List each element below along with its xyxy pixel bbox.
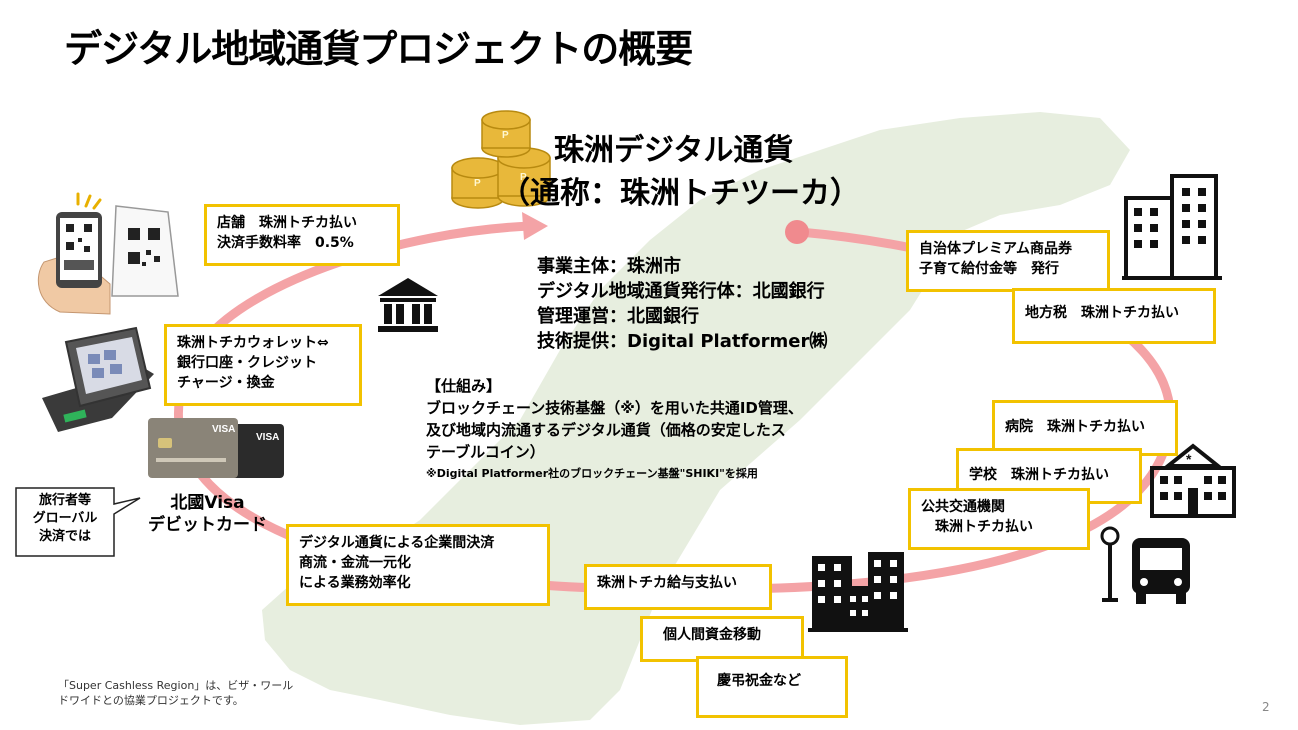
hospital-box: 病院 珠洲トチカ払い bbox=[992, 400, 1178, 456]
box-line: 地方税 珠洲トチカ払い bbox=[1025, 305, 1179, 321]
bus-icon bbox=[1132, 538, 1190, 604]
footnote: 「Super Cashless Region」は、ビザ・ワール ドワイドとの協業… bbox=[58, 678, 293, 708]
qr-phone-icon bbox=[37, 192, 179, 315]
page-number: 2 bbox=[1262, 700, 1270, 714]
mechanism-line: ブロックチェーン技術基盤（※）を用いた共通ID管理、 bbox=[426, 399, 803, 417]
footnote-line: 「Super Cashless Region」は、ビザ・ワール bbox=[58, 679, 294, 692]
svg-text:VISA: VISA bbox=[256, 432, 279, 443]
operators-list: 事業主体：珠洲市 デジタル地域通貨発行体：北國銀行 管理運営：北國銀行 技術提供… bbox=[537, 254, 827, 354]
box-line: 商流・金流一元化 bbox=[299, 555, 411, 571]
coins-icon: P P P bbox=[451, 110, 551, 209]
box-line: 珠洲トチカ給与支払い bbox=[597, 575, 737, 591]
b2b-settlement-box: デジタル通貨による企業間決済 商流・金流一元化 による業務効率化 bbox=[286, 524, 550, 606]
box-line: 子育て給付金等 発行 bbox=[919, 261, 1059, 277]
operator-line: デジタル地域通貨発行体：北國銀行 bbox=[537, 281, 825, 302]
mechanism-line: テーブルコイン） bbox=[426, 443, 545, 461]
operator-line: 事業主体：珠洲市 bbox=[537, 256, 681, 277]
operator-line: 技術提供：Digital Platformer㈱ bbox=[537, 331, 828, 352]
box-line: による業務効率化 bbox=[299, 575, 411, 591]
store-payment-box: 店舗 珠洲トチカ払い 決済手数料率 0.5% bbox=[204, 204, 400, 266]
salary-box: 珠洲トチカ給与支払い bbox=[584, 564, 772, 610]
box-line: 自治体プレミアム商品券 bbox=[919, 241, 1073, 257]
currency-name: 珠洲デジタル通貨 bbox=[554, 133, 794, 168]
footnote-line: ドワイドとの協業プロジェクトです。 bbox=[58, 694, 244, 707]
svg-text:P: P bbox=[520, 172, 527, 183]
page-title: デジタル地域通貨プロジェクトの概要 bbox=[64, 27, 693, 71]
callout-line: グローバル bbox=[32, 511, 98, 526]
global-payment-callout: 旅行者等 グローバル 決済では bbox=[18, 492, 112, 546]
svg-text:P: P bbox=[502, 130, 509, 141]
mechanism-section: 【仕組み】 ブロックチェーン技術基盤（※）を用いた共通ID管理、 及び地域内流通… bbox=[426, 375, 803, 485]
box-line: デジタル通貨による企業間決済 bbox=[299, 535, 495, 551]
box-line: 珠洲トチカ払い bbox=[921, 519, 1033, 535]
mechanism-heading: 【仕組み】 bbox=[426, 377, 502, 395]
visa-card-icon: VISA VISA bbox=[148, 418, 284, 478]
box-line: 決済手数料率 0.5% bbox=[217, 235, 354, 251]
city-buildings-icon bbox=[808, 552, 908, 632]
gift-money-box: 慶弔祝金など bbox=[696, 656, 848, 718]
box-line: 珠洲トチカウォレット⇔ bbox=[177, 335, 329, 351]
box-line: 病院 珠洲トチカ払い bbox=[1005, 419, 1145, 435]
svg-text:P: P bbox=[474, 178, 481, 189]
callout-line: 旅行者等 bbox=[38, 493, 91, 508]
callout-line: 決済では bbox=[38, 529, 91, 544]
box-line: 慶弔祝金など bbox=[717, 673, 801, 689]
public-transit-box: 公共交通機関 珠洲トチカ払い bbox=[908, 488, 1090, 550]
wallet-box: 珠洲トチカウォレット⇔ 銀行口座・クレジット チャージ・換金 bbox=[164, 324, 362, 406]
operator-line: 管理運営：北國銀行 bbox=[537, 306, 699, 327]
bank-icon bbox=[378, 278, 438, 332]
box-line: 学校 珠洲トチカ払い bbox=[969, 467, 1109, 483]
mechanism-note: ※Digital Platformer社のブロックチェーン基盤"SHIKI"を採… bbox=[426, 467, 758, 480]
box-line: チャージ・換金 bbox=[177, 375, 275, 391]
box-line: 銀行口座・クレジット bbox=[177, 355, 317, 371]
box-line: 店舗 珠洲トチカ払い bbox=[217, 215, 357, 231]
callout-bubble bbox=[15, 487, 141, 557]
school-icon: * bbox=[1150, 443, 1236, 518]
card-label-line: 北國Visa bbox=[170, 493, 245, 513]
box-line: 公共交通機関 bbox=[921, 499, 1005, 515]
payment-terminal-icon bbox=[42, 326, 154, 432]
svg-text:*: * bbox=[1186, 451, 1192, 467]
visa-debit-label: 北國Visa デビットカード bbox=[148, 492, 267, 536]
card-label-line: デビットカード bbox=[148, 515, 267, 535]
svg-text:VISA: VISA bbox=[212, 424, 235, 435]
municipal-voucher-box: 自治体プレミアム商品券 子育て給付金等 発行 bbox=[906, 230, 1110, 292]
local-tax-box: 地方税 珠洲トチカ払い bbox=[1012, 288, 1216, 344]
p2p-transfer-box: 個人間資金移動 bbox=[640, 616, 804, 662]
currency-nickname: （通称：珠洲トチツーカ） bbox=[500, 176, 860, 211]
office-building-icon bbox=[1122, 174, 1222, 280]
mechanism-line: 及び地域内流通するデジタル通貨（価格の安定したス bbox=[426, 421, 786, 439]
box-line: 個人間資金移動 bbox=[663, 627, 761, 643]
bus-stop-icon bbox=[1100, 526, 1120, 602]
